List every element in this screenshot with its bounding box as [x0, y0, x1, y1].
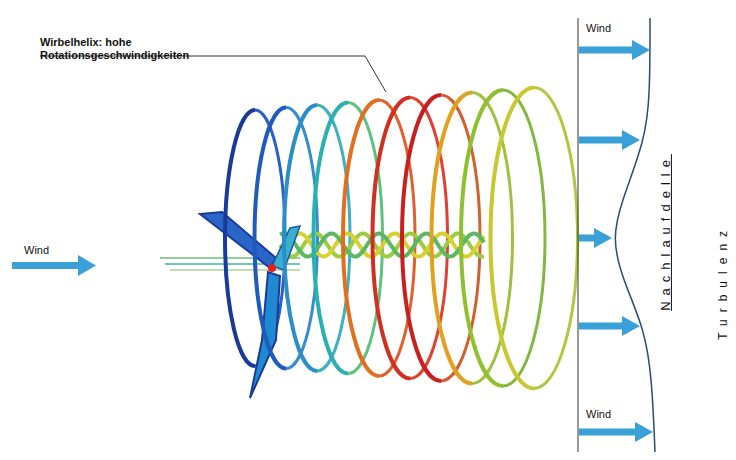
axis-label: Turbulenz — [717, 224, 731, 340]
helix-ring — [491, 88, 535, 389]
profile-axis — [578, 18, 579, 452]
core-vortex-strand — [280, 233, 484, 256]
helix-ring — [461, 90, 503, 386]
wind-label: Wind — [586, 22, 611, 35]
axis-label: Nachlaufdelle — [659, 154, 674, 311]
wind-arrow — [579, 40, 650, 60]
wind-arrow — [579, 422, 653, 442]
vortex-helix-front — [225, 88, 534, 389]
wind-label: Wind — [586, 408, 611, 421]
core-vortex-strand — [280, 233, 484, 256]
helix-ring — [373, 98, 411, 379]
wind-arrow — [579, 228, 612, 248]
vortex-helix-back — [255, 88, 578, 389]
rotor-hub — [268, 264, 276, 272]
wind-arrow — [579, 316, 640, 336]
wind-label: Wind — [24, 244, 49, 257]
helix-ring-back — [503, 90, 545, 386]
callout-label: Wirbelhelix: hohe Rotationsgeschwindigke… — [40, 36, 250, 61]
helix-ring — [255, 108, 286, 369]
wind-arrow — [579, 130, 640, 150]
helix-ring — [225, 110, 255, 366]
wake-deficit-curve — [615, 18, 655, 452]
wake-core-vortex — [160, 233, 484, 270]
helix-ring — [402, 95, 441, 381]
rotor-blade — [200, 212, 276, 268]
velocity-profile — [579, 18, 655, 452]
helix-ring — [432, 93, 473, 384]
leader-line — [40, 56, 386, 92]
helix-ring-back — [534, 88, 578, 389]
core-vortex-strand — [280, 233, 484, 256]
wind-arrow — [12, 255, 96, 276]
